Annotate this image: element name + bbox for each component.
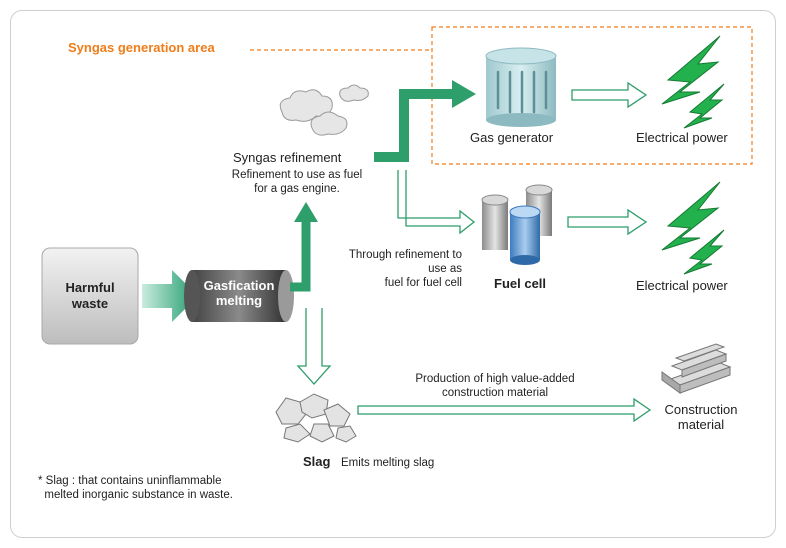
harmful-waste-label: Harmful waste bbox=[65, 280, 115, 311]
construction-note: Production of high value-added construct… bbox=[415, 373, 575, 399]
gasification-cylinder bbox=[184, 270, 294, 322]
footnote: * Slag : that contains uninflammable mel… bbox=[38, 475, 233, 501]
fuel-cell-icon bbox=[481, 184, 553, 265]
syngas-refinement-note: Refinement to use as fuel for a gas engi… bbox=[231, 169, 363, 195]
syngas-area-box bbox=[250, 26, 753, 165]
gasification-label: Gasfication melting bbox=[203, 278, 275, 308]
arrow-to-construction bbox=[357, 397, 652, 423]
brick-stack-icon bbox=[661, 343, 732, 394]
gas-generator-label: Gas generator bbox=[470, 130, 554, 145]
slag-label: Slag bbox=[303, 454, 331, 469]
arrow-waste-to-gasification bbox=[142, 270, 198, 322]
cylinder-tank-icon bbox=[485, 47, 557, 127]
slag-note: Emits melting slag bbox=[341, 457, 435, 469]
syngas-refinement-label: Syngas refinement bbox=[233, 150, 342, 165]
harmful-waste-box bbox=[41, 247, 139, 345]
arrow-gas-to-power bbox=[571, 81, 648, 109]
lightning-icon bbox=[661, 181, 725, 275]
arrow-to-gas-generator bbox=[290, 80, 476, 292]
lightning-icon bbox=[661, 35, 725, 129]
cloud-icon bbox=[279, 84, 369, 136]
fuel-cell-label: Fuel cell bbox=[494, 276, 547, 291]
arrow-fuelcell-to-power bbox=[567, 208, 648, 236]
construction-material-label: Construction material bbox=[664, 402, 738, 432]
electrical-power-top-label: Electrical power bbox=[636, 130, 728, 145]
syngas-area-title: Syngas generation area bbox=[68, 40, 215, 55]
arrow-to-fuel-cell bbox=[397, 170, 476, 235]
arrow-to-slag bbox=[296, 308, 332, 385]
electrical-power-mid-label: Electrical power bbox=[636, 278, 728, 293]
fuel-cell-note: Through refinement to use as fuel for fu… bbox=[348, 249, 462, 289]
slag-rocks-icon bbox=[275, 393, 357, 443]
